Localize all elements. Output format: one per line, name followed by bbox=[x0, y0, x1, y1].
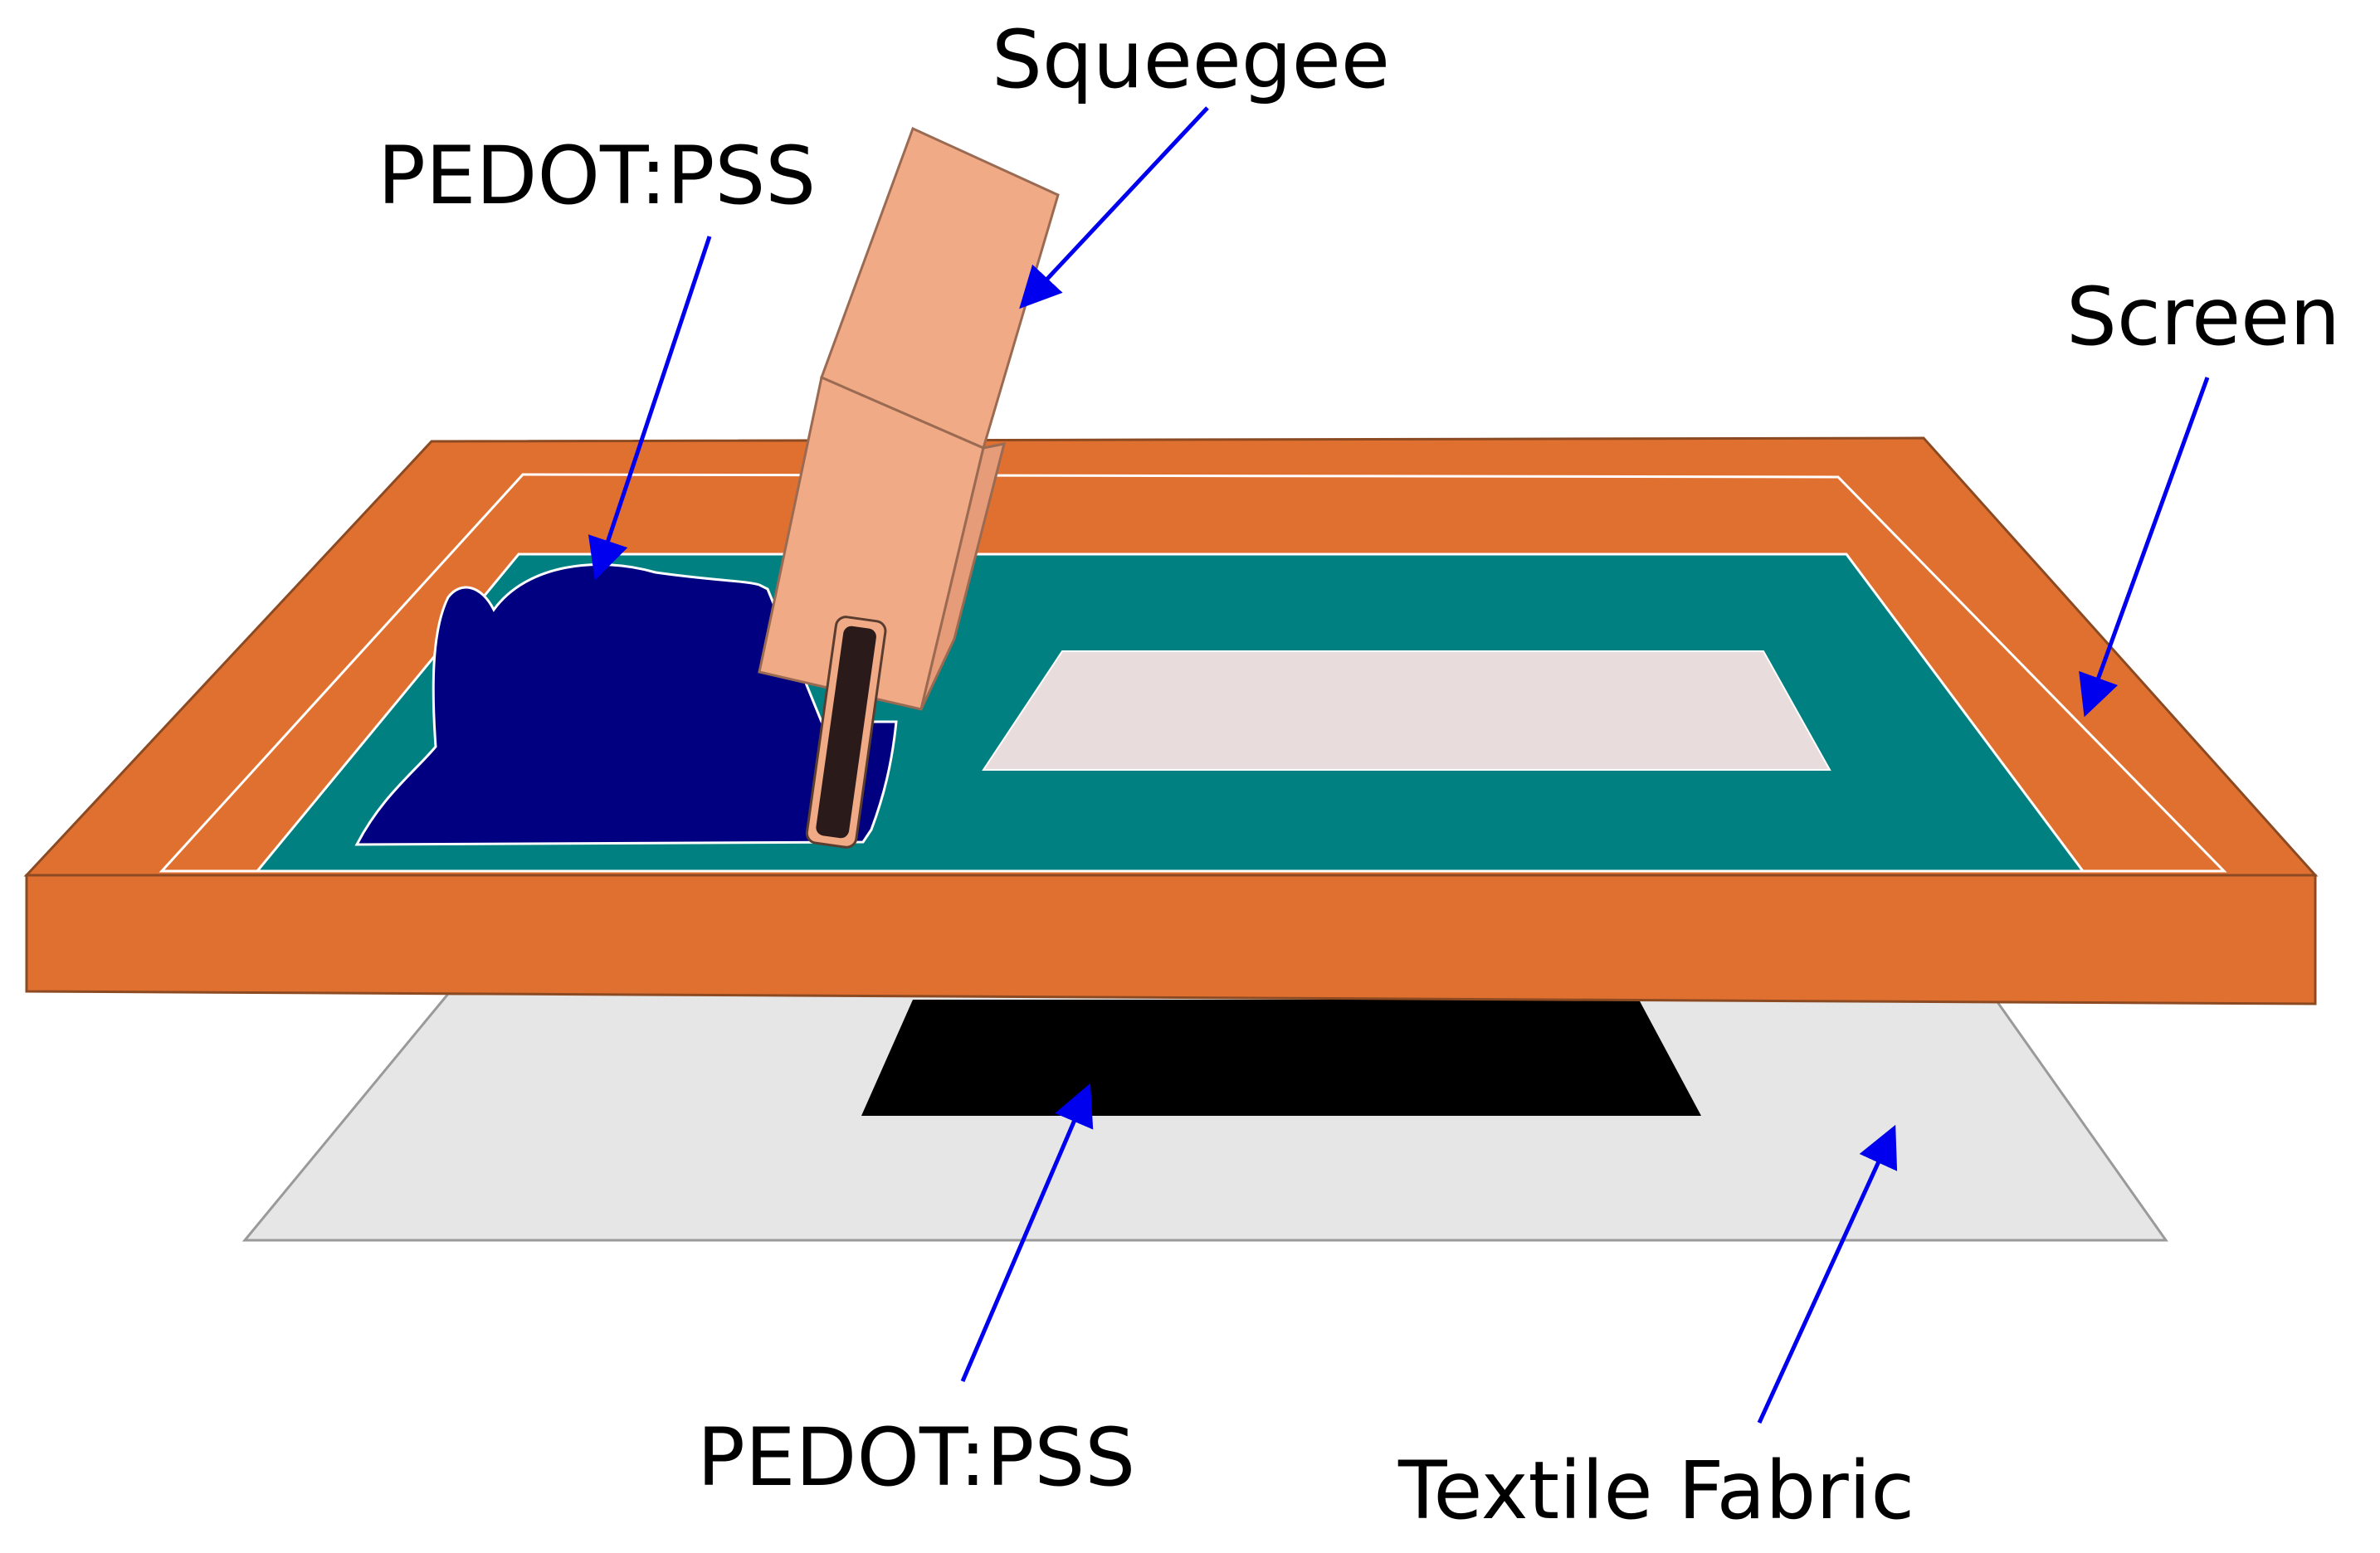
fabric-arrow bbox=[1757, 1124, 1898, 1424]
print-bottom-label: PEDOT:PSS bbox=[697, 1411, 1135, 1504]
squeegee-handle-side bbox=[919, 442, 1007, 710]
squeegee-blade bbox=[816, 626, 876, 839]
squeegee-arrow bbox=[1019, 106, 1209, 309]
screen-label: Screen bbox=[2066, 270, 2340, 363]
screen-frame-front bbox=[25, 874, 2317, 1005]
stencil-opening bbox=[982, 650, 1831, 771]
paste-top-arrow bbox=[588, 236, 712, 581]
screen-arrow bbox=[2079, 377, 2210, 718]
print-bottom-arrow bbox=[960, 1083, 1094, 1382]
squeegee-label: Squeegee bbox=[992, 13, 1390, 106]
pedot-pss-paste bbox=[354, 562, 898, 846]
paste-top-label: PEDOT:PSS bbox=[378, 129, 816, 222]
fabric-label: Textile Fabric bbox=[1397, 1444, 1914, 1537]
printed-pedot-pss-pattern bbox=[861, 1000, 1701, 1116]
